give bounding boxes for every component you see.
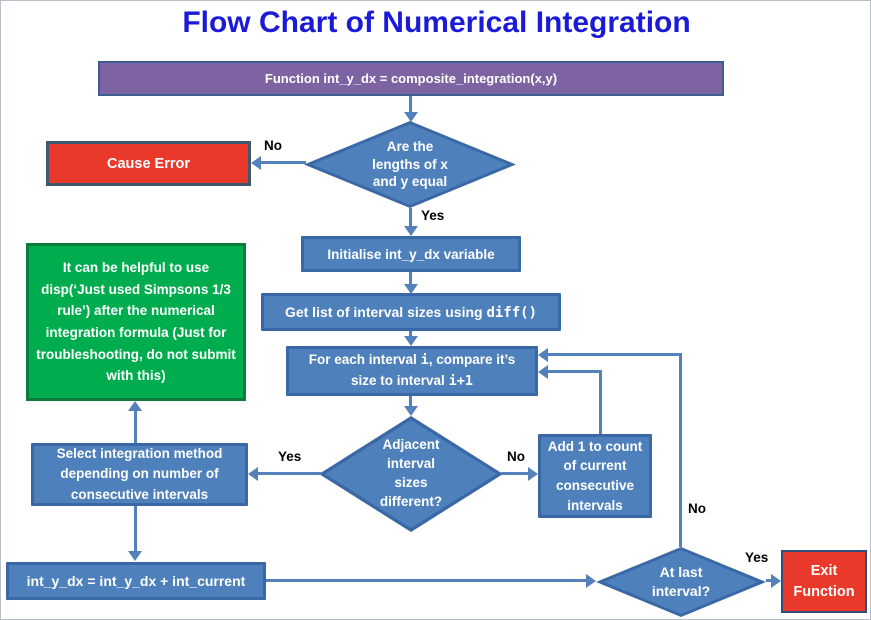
node-add-count-label: Add 1 to count of current consecutive in…: [547, 438, 643, 513]
edge-addcount-loop-hline: [546, 370, 602, 373]
edge-select-note-arrowhead: [128, 401, 142, 411]
edge-select-accumulate-line: [134, 506, 137, 551]
edge-getlist-compare-arrowhead: [404, 336, 418, 346]
edge-start-check-arrowhead: [404, 112, 418, 122]
diamond-body: Adjacent interval sizes different?: [325, 420, 497, 528]
diamond-line: and y equal: [372, 174, 448, 190]
node-get-intervals: Get list of interval sizes using diff(): [261, 293, 561, 331]
node-cause-error-label: Cause Error: [106, 155, 190, 172]
node-start: Function int_y_dx = composite_integratio…: [98, 61, 724, 96]
diamond-line: interval?: [651, 583, 711, 599]
edge-adjacent-no-arrowhead: [528, 467, 538, 481]
edge-adjacent-yes-line: [256, 472, 321, 475]
edge-adjacent-yes-arrowhead: [248, 467, 258, 481]
edge-lengths-yes-arrowhead: [404, 226, 418, 236]
edge-label-last-no: No: [688, 501, 706, 516]
node-accumulate: int_y_dx = int_y_dx + int_current: [6, 562, 266, 600]
edge-last-no-arrowhead: [538, 348, 548, 362]
node-accumulate-label: int_y_dx = int_y_dx + int_current: [26, 573, 246, 589]
edge-addcount-loop-vline: [599, 372, 602, 434]
node-lengths-check: Are the lengths of x and y equal: [304, 121, 516, 208]
edge-last-yes-arrowhead: [771, 574, 781, 588]
edge-select-note-line: [134, 411, 137, 443]
node-last-interval: At last interval?: [596, 547, 766, 617]
node-select-method-label: Select integration method depending on n…: [56, 446, 223, 502]
node-note-label: It can be helpful to use disp(‘Just used…: [36, 260, 236, 384]
diamond-line: different?: [379, 493, 443, 509]
edge-lengths-no-arrowhead: [251, 156, 261, 170]
code-i: i: [420, 352, 429, 369]
diamond-body: At last interval?: [604, 550, 758, 614]
diamond-line: At last: [659, 564, 703, 581]
node-cause-error: Cause Error: [46, 141, 251, 186]
node-compare: For each interval i, compare it’s size t…: [286, 346, 538, 396]
node-compare-line1: For each interval i, compare it’s: [309, 350, 515, 371]
edge-accumulate-last-line: [266, 579, 588, 582]
edge-lengths-yes-line: [409, 208, 412, 226]
node-compare-line2: size to interval i+1: [351, 371, 473, 392]
code-i-plus-1: i+1: [448, 373, 473, 389]
edge-lengths-no-line: [259, 161, 306, 164]
edge-label-lengths-yes: Yes: [421, 208, 445, 223]
compare-text: For each interval: [308, 352, 421, 368]
edge-initialise-getlist-arrowhead: [404, 284, 418, 294]
edge-label-adjacent-yes: Yes: [278, 449, 302, 464]
edge-accumulate-last-arrowhead: [586, 574, 596, 588]
edge-compare-adjacent-line: [409, 396, 412, 407]
node-add-count: Add 1 to count of current consecutive in…: [538, 434, 652, 518]
edge-addcount-loop-arrowhead: [538, 365, 548, 379]
node-exit-line2: Function: [793, 583, 855, 600]
node-initialise: Initialise int_y_dx variable: [301, 236, 521, 272]
page-title: Flow Chart of Numerical Integration: [182, 6, 691, 39]
compare-text: size to interval: [351, 373, 449, 388]
edge-adjacent-no-line: [501, 472, 529, 475]
edge-compare-adjacent-arrowhead: [404, 406, 418, 416]
node-adjacent-check: Adjacent interval sizes different?: [319, 416, 503, 532]
node-select-method: Select integration method depending on n…: [31, 443, 248, 506]
edge-getlist-compare-line: [409, 331, 412, 337]
node-start-label: Function int_y_dx = composite_integratio…: [264, 71, 558, 86]
diamond-line: lengths of x: [372, 156, 448, 172]
node-note: It can be helpful to use disp(‘Just used…: [26, 243, 246, 401]
edge-last-no-hline: [546, 353, 682, 356]
edge-label-last-yes: Yes: [745, 550, 769, 565]
diamond-line: interval: [386, 456, 436, 472]
diamond-line: sizes: [394, 475, 428, 490]
node-get-intervals-text: Get list of interval sizes using: [284, 303, 487, 320]
edge-last-no-vline: [679, 355, 682, 547]
edge-last-yes-line: [766, 579, 773, 582]
node-initialise-label: Initialise int_y_dx variable: [327, 246, 495, 262]
edge-select-accumulate-arrowhead: [128, 551, 142, 561]
diamond-body: Are the lengths of x and y equal: [312, 124, 508, 205]
code-diff: diff(): [486, 304, 538, 321]
diamond-line: Adjacent: [382, 437, 440, 453]
compare-text: , compare it’s: [428, 352, 516, 368]
edge-label-adjacent-no: No: [507, 449, 525, 464]
node-exit: Exit Function: [781, 550, 867, 613]
diamond-line: Are the: [386, 139, 434, 155]
node-exit-line1: Exit: [810, 563, 838, 580]
edge-start-check-line: [409, 96, 412, 112]
node-get-intervals-label: Get list of interval sizes using diff(): [285, 304, 537, 321]
edge-label-lengths-no: No: [264, 138, 282, 153]
edge-initialise-getlist-line: [409, 272, 412, 285]
